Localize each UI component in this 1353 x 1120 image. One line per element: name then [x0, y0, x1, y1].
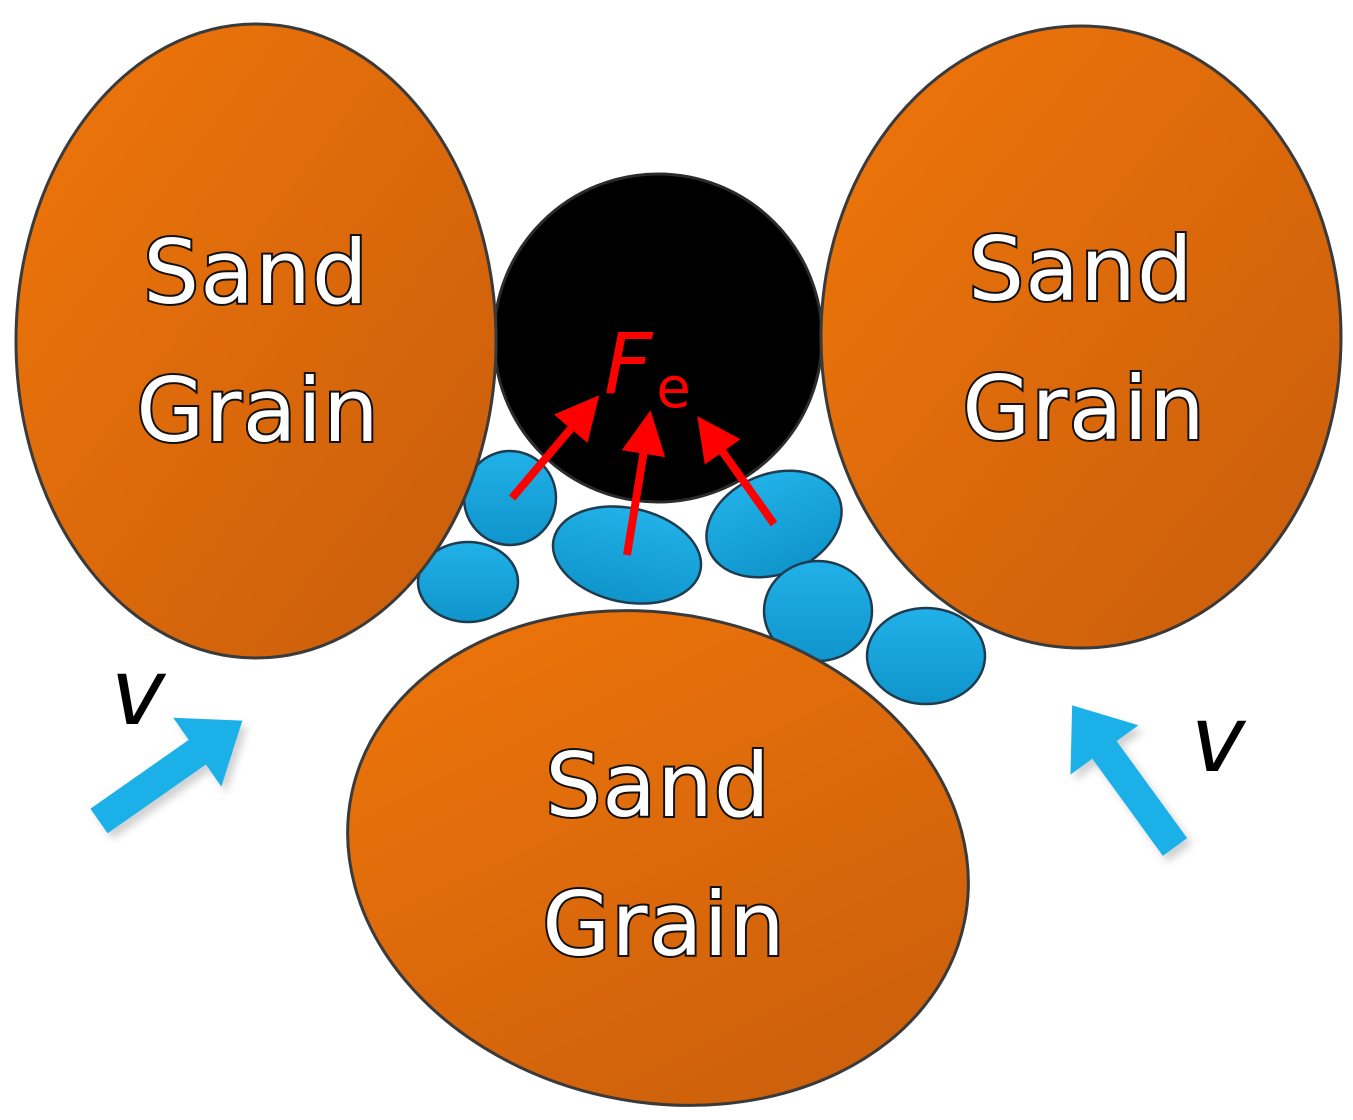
water-droplet	[416, 540, 520, 624]
force-label-main: F	[604, 315, 654, 413]
force-arrows	[508, 395, 778, 556]
arrow-icon	[697, 416, 778, 527]
velocity-arrow-left	[90, 717, 243, 834]
arrow-icon	[508, 395, 600, 501]
grain-label-line1: Sand	[968, 218, 1193, 321]
velocity-label-right: v	[1191, 686, 1247, 793]
velocity-label-left: v	[111, 639, 167, 746]
force-label: Fe	[604, 315, 691, 421]
sand-grain-right: Sand Grain	[819, 24, 1343, 650]
grain-label-line2: Grain	[962, 357, 1206, 460]
grain-label-line1: Sand	[143, 221, 368, 324]
grain-label-line2: Grain	[136, 359, 380, 462]
black-particle	[492, 172, 824, 504]
force-label-subscript: e	[656, 356, 690, 421]
velocity-arrow-right	[1070, 705, 1188, 856]
sand-grain-left: Sand Grain	[14, 22, 498, 660]
grain-label-line2: Grain	[542, 873, 786, 976]
grain-label-line1: Sand	[545, 734, 770, 837]
block-arrow-icon	[1070, 705, 1188, 856]
arrow-icon	[621, 410, 666, 556]
sand-grain-bottom: Sand Grain	[346, 609, 970, 1107]
block-arrow-icon	[90, 717, 243, 834]
water-droplet	[865, 606, 987, 706]
